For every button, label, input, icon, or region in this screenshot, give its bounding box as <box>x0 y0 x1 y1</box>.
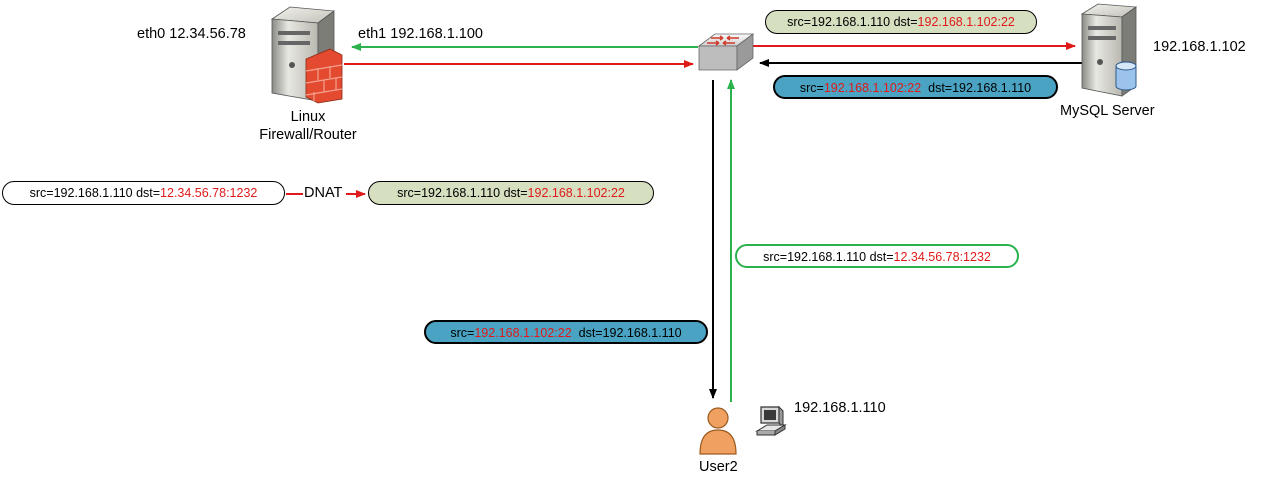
packet-dst: 192.168.1.102:22 <box>527 186 625 200</box>
packet-dst: dst=192.168.1.110 <box>921 81 1032 95</box>
packet-user-to-switch: src=192.168.1.110 dst=12.34.56.78:1232 <box>735 244 1019 268</box>
packet-before-dnat: src=192.168.1.110 dst=12.34.56.78:1232 <box>2 181 285 205</box>
dnat-label: DNAT <box>304 185 343 201</box>
router-name: Linux Firewall/Router <box>228 108 388 144</box>
packet-src: src=192.168.1.110 dst= <box>787 15 918 29</box>
user-icon <box>699 407 737 455</box>
packet-src-label: src= <box>450 326 475 340</box>
packet-dst: dst=192.168.1.110 <box>571 326 682 340</box>
switch-icon <box>697 33 755 71</box>
packet-src: src=192.168.1.110 dst= <box>397 186 528 200</box>
packet-src: 192.168.1.102:22 <box>474 326 572 340</box>
router-name-line1: Linux <box>290 109 326 125</box>
packet-mysql-to-switch: src=192.168.1.102:22 dst=192.168.1.110 <box>773 75 1058 99</box>
packet-src: src=192.168.1.110 dst= <box>763 250 894 264</box>
user-ip: 192.168.1.110 <box>794 400 886 416</box>
packet-src: 192.168.1.102:22 <box>823 81 922 95</box>
packet-src-label: src= <box>799 81 824 95</box>
mysql-name: MySQL Server <box>1060 103 1155 119</box>
packet-after-dnat: src=192.168.1.110 dst=192.168.1.102:22 <box>368 181 654 205</box>
mysql-ip: 192.168.1.102 <box>1153 39 1246 55</box>
router-name-line2: Firewall/Router <box>259 127 357 143</box>
eth0-label: eth0 12.34.56.78 <box>137 26 246 42</box>
packet-src: src=192.168.1.110 dst= <box>29 186 161 200</box>
packet-dst: 12.34.56.78:1232 <box>160 186 258 200</box>
eth1-label: eth1 192.168.1.100 <box>358 26 483 42</box>
workstation-icon <box>755 405 787 436</box>
mysql-server-icon <box>1080 3 1138 97</box>
packet-switch-to-mysql: src=192.168.1.110 dst=192.168.1.102:22 <box>765 10 1037 34</box>
packet-dst: 12.34.56.78:1232 <box>893 250 991 264</box>
packet-switch-to-user: src=192.168.1.102:22 dst=192.168.1.110 <box>424 320 708 344</box>
firewall-router-icon <box>270 6 343 104</box>
packet-dst: 192.168.1.102:22 <box>917 15 1015 29</box>
user-name: User2 <box>699 459 738 475</box>
